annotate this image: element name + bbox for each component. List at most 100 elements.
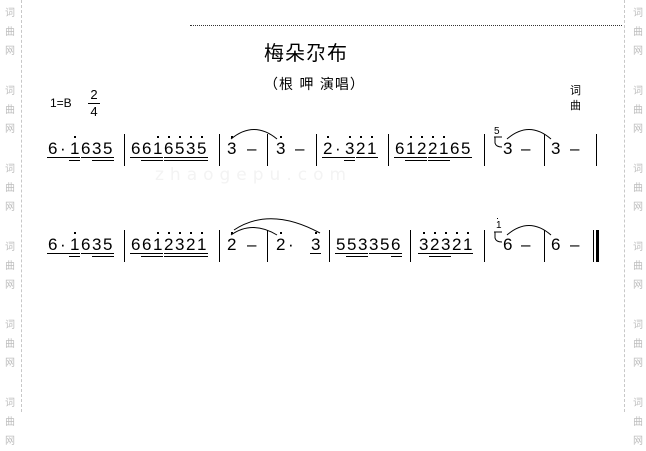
grace-note: 5 xyxy=(494,126,500,137)
note: 3 xyxy=(92,139,102,158)
watermark-char: 网 xyxy=(633,202,643,213)
dash: – xyxy=(295,139,305,158)
note: 5 xyxy=(461,139,471,158)
aug-dot: · xyxy=(60,235,66,254)
note: 3 xyxy=(503,139,513,158)
note: 2 xyxy=(452,235,462,254)
note: 2 xyxy=(227,235,237,254)
grace-hook xyxy=(494,231,503,243)
score-row-2: 6 · 1 6 3 5 6 6 1 2 3 2 1 2 – 2 · 3 5 5 … xyxy=(0,0,646,262)
lyricist-label: 词 xyxy=(570,84,581,97)
watermark-char: 曲 xyxy=(633,417,643,428)
note: 6 xyxy=(131,139,141,158)
note: 3 xyxy=(345,139,355,158)
watermark-char: 网 xyxy=(633,436,643,447)
credits: 词 曲 xyxy=(570,83,581,113)
note: 3 xyxy=(441,235,451,254)
note: 6 xyxy=(81,235,91,254)
watermark-char: 词 xyxy=(633,320,643,331)
note: 1 xyxy=(70,235,80,254)
note: 2 xyxy=(276,235,286,254)
note: 6 xyxy=(48,139,58,158)
note: 6 xyxy=(164,139,174,158)
note: 1 xyxy=(153,235,163,254)
note: 6 xyxy=(503,235,513,254)
dash: – xyxy=(570,235,580,254)
note: 2 xyxy=(323,139,333,158)
watermark-char: 词 xyxy=(5,242,15,253)
note: 3 xyxy=(186,139,196,158)
composer-label: 曲 xyxy=(570,99,581,112)
note: 5 xyxy=(103,139,113,158)
note: 1 xyxy=(463,235,473,254)
note: 2 xyxy=(430,235,440,254)
watermark-char: 曲 xyxy=(5,105,15,116)
note: 2 xyxy=(356,139,366,158)
note: 2 xyxy=(186,235,196,254)
note: 2 xyxy=(164,235,174,254)
note: 6 xyxy=(450,139,460,158)
note: 5 xyxy=(175,139,185,158)
watermark-char: 曲 xyxy=(5,261,15,272)
tie-arc xyxy=(230,129,278,140)
aug-dot: · xyxy=(288,235,294,254)
note: 3 xyxy=(92,235,102,254)
watermark-char: 网 xyxy=(633,46,643,57)
watermark-char: 曲 xyxy=(5,27,15,38)
note: 6 xyxy=(551,235,561,254)
watermark-char: 网 xyxy=(5,280,15,291)
dash: – xyxy=(521,139,531,158)
watermark-char: 词 xyxy=(633,8,643,19)
tie-arc xyxy=(506,129,552,140)
dash: – xyxy=(521,235,531,254)
note: 6 xyxy=(391,235,401,254)
watermark-char: 词 xyxy=(633,242,643,253)
watermark-char: 曲 xyxy=(633,183,643,194)
final-barline-thin xyxy=(593,230,594,262)
aug-dot: · xyxy=(60,139,66,158)
note: 6 xyxy=(142,139,152,158)
site-watermark: zhaogepu.com xyxy=(155,165,353,185)
watermark-char: 网 xyxy=(633,280,643,291)
note: 5 xyxy=(380,235,390,254)
key-signature: 1=B xyxy=(50,96,72,110)
watermark-char: 网 xyxy=(5,436,15,447)
note: 1 xyxy=(153,139,163,158)
right-dashed-border xyxy=(624,0,625,412)
grace-hook xyxy=(494,136,503,148)
watermark-char: 网 xyxy=(633,358,643,369)
watermark-char: 曲 xyxy=(5,183,15,194)
watermark-char: 曲 xyxy=(633,261,643,272)
watermark-char: 网 xyxy=(5,202,15,213)
dash: – xyxy=(247,235,257,254)
watermark-char: 词 xyxy=(5,8,15,19)
note: 3 xyxy=(551,139,561,158)
performer-subtitle: （根 呷 演唱） xyxy=(264,77,365,93)
watermark-char: 网 xyxy=(5,124,15,135)
grace-note: 1 xyxy=(496,220,502,231)
watermark-char: 词 xyxy=(633,86,643,97)
song-title: 梅朵尕布 xyxy=(264,41,348,65)
note: 5 xyxy=(197,139,207,158)
note: 1 xyxy=(367,139,377,158)
dash: – xyxy=(570,139,580,158)
note: 5 xyxy=(347,235,357,254)
note: 1 xyxy=(406,139,416,158)
note: 6 xyxy=(81,139,91,158)
left-watermark-column: 词 曲 网 词 曲 网 词 曲 网 词 曲 网 词 曲 网 词 曲 网 xyxy=(3,4,17,451)
watermark-char: 词 xyxy=(5,164,15,175)
watermark-char: 网 xyxy=(633,124,643,135)
watermark-char: 词 xyxy=(5,398,15,409)
note: 6 xyxy=(131,235,141,254)
aug-dot: · xyxy=(335,139,341,158)
watermark-char: 曲 xyxy=(633,339,643,350)
time-sig-bottom: 4 xyxy=(90,104,98,119)
watermark-char: 词 xyxy=(5,86,15,97)
note: 3 xyxy=(276,139,286,158)
note: 1 xyxy=(439,139,449,158)
watermark-char: 曲 xyxy=(633,27,643,38)
note: 3 xyxy=(227,139,237,158)
note: 5 xyxy=(103,235,113,254)
note: 1 xyxy=(70,139,80,158)
final-barline-thick xyxy=(596,230,599,262)
